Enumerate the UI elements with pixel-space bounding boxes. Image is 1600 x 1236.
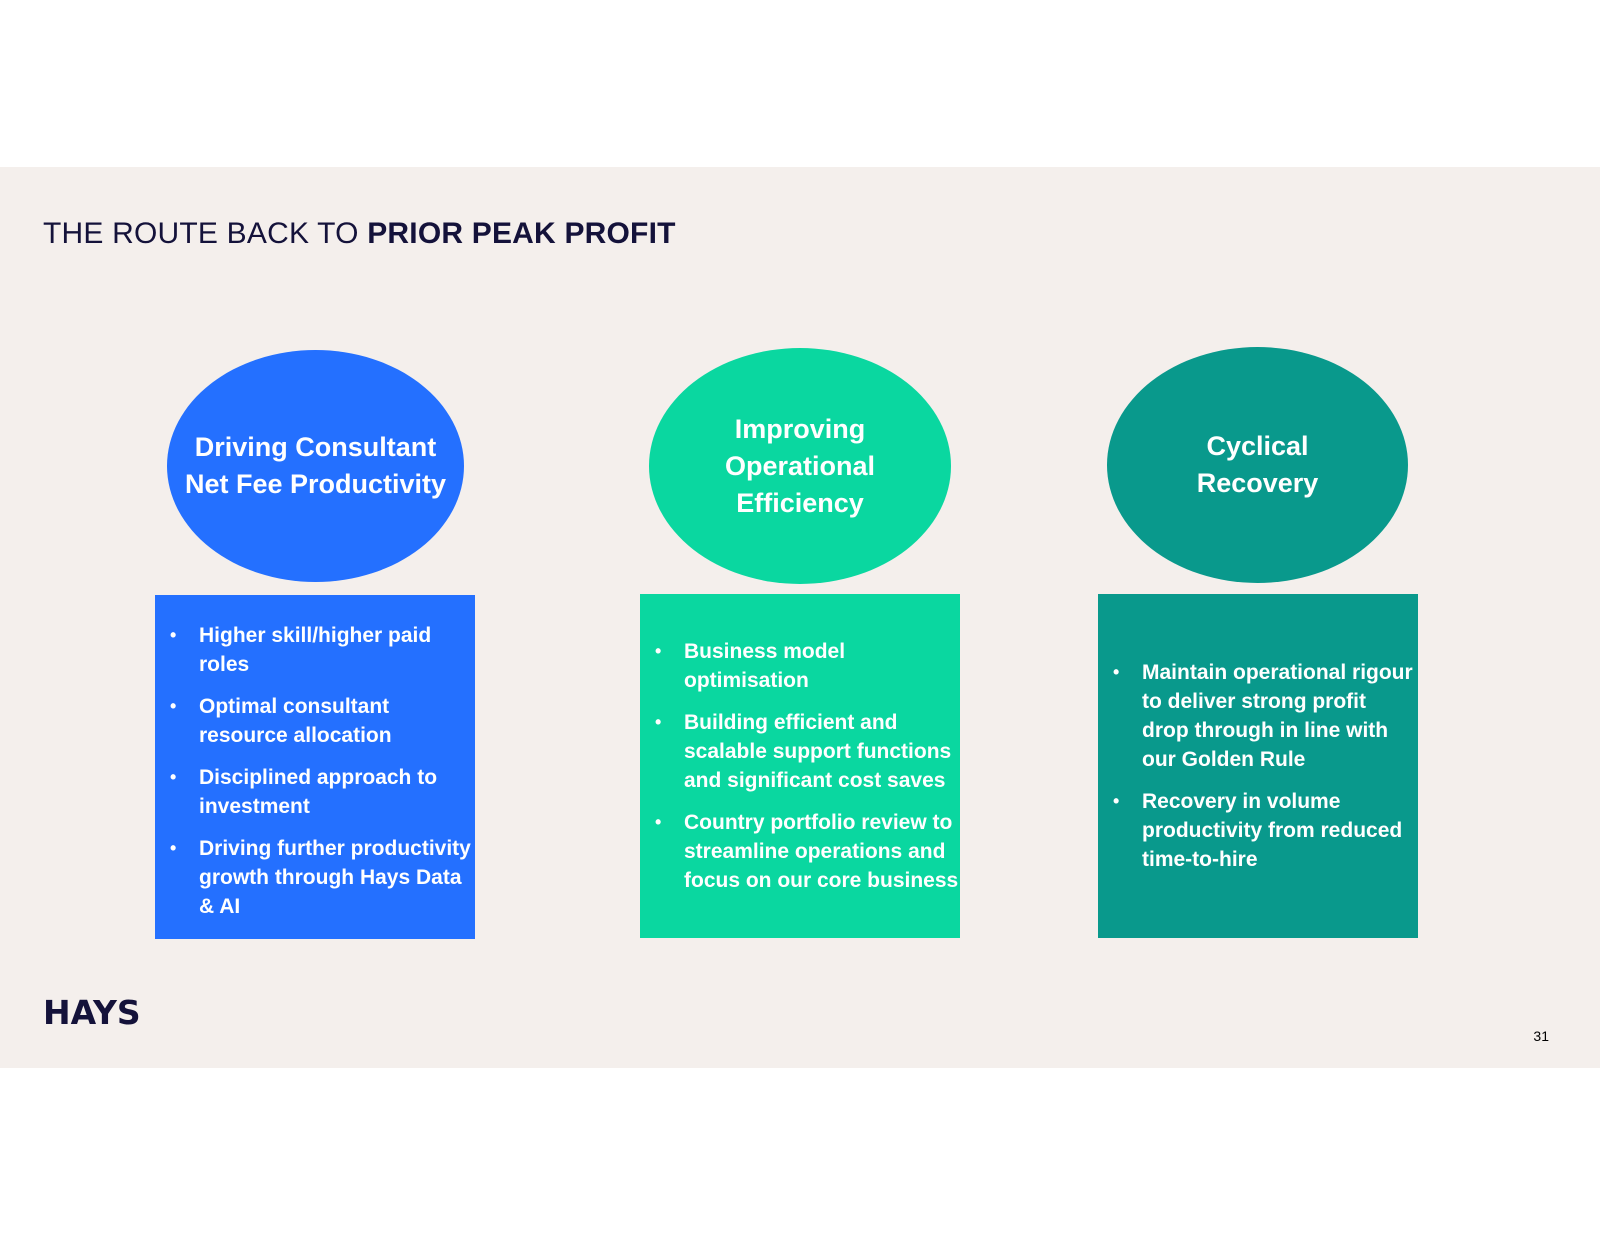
pillar-1-heading-ellipse: Driving Consultant Net Fee Productivity bbox=[167, 350, 464, 582]
slide-title: THE ROUTE BACK TO PRIOR PEAK PROFIT bbox=[43, 217, 676, 251]
pillar-2-heading-line: Efficiency bbox=[736, 487, 864, 518]
pillar-1-heading-line: Net Fee Productivity bbox=[184, 469, 447, 499]
pillar-1-bullet: Disciplined approach to investment bbox=[155, 763, 475, 821]
hays-logo: HAYS bbox=[43, 993, 141, 1032]
pillar-2-bullet: Country portfolio review to streamline o… bbox=[640, 808, 960, 895]
pillar-2-heading-line: Improving bbox=[734, 413, 866, 444]
slide: THE ROUTE BACK TO PRIOR PEAK PROFIT Driv… bbox=[0, 167, 1600, 1068]
pillar-3-heading-line: Recovery bbox=[1196, 468, 1319, 498]
pillar-2-bullet: Building efficient and scalable support … bbox=[640, 708, 960, 795]
pillar-1-box: Higher skill/higher paid roles Optimal c… bbox=[155, 595, 475, 939]
pillar-3-heading-ellipse: Cyclical Recovery bbox=[1107, 347, 1408, 583]
pillar-1-bullet-list: Higher skill/higher paid roles Optimal c… bbox=[155, 621, 475, 921]
page-number: 31 bbox=[1533, 1028, 1549, 1044]
slide-title-emphasis: PRIOR PEAK PROFIT bbox=[367, 217, 676, 250]
pillar-2-bullet: Business model optimisation bbox=[640, 637, 960, 695]
pillar-1-bullet: Driving further productivity growth thro… bbox=[155, 834, 475, 921]
pillar-2-heading-line: Operational bbox=[724, 450, 876, 481]
pillar-3-heading-line: Cyclical bbox=[1206, 431, 1309, 461]
pillar-1-heading-line: Driving Consultant bbox=[194, 432, 437, 462]
pillar-1-bullet: Optimal consultant resource allocation bbox=[155, 692, 475, 750]
pillar-2-bullet-list: Business model optimisation Building eff… bbox=[640, 637, 960, 895]
pillar-2-box: Business model optimisation Building eff… bbox=[640, 594, 960, 938]
pillar-3-bullet: Recovery in volume productivity from red… bbox=[1098, 787, 1418, 874]
pillar-3-bullet: Maintain operational rigour to deliver s… bbox=[1098, 658, 1418, 774]
pillar-3-bullet-list: Maintain operational rigour to deliver s… bbox=[1098, 658, 1418, 874]
pillar-2-heading-ellipse: Improving Operational Efficiency bbox=[649, 348, 951, 584]
pillar-3-box: Maintain operational rigour to deliver s… bbox=[1098, 594, 1418, 938]
slide-title-prefix: THE ROUTE BACK TO bbox=[43, 217, 368, 250]
pillar-1-bullet: Higher skill/higher paid roles bbox=[155, 621, 475, 679]
